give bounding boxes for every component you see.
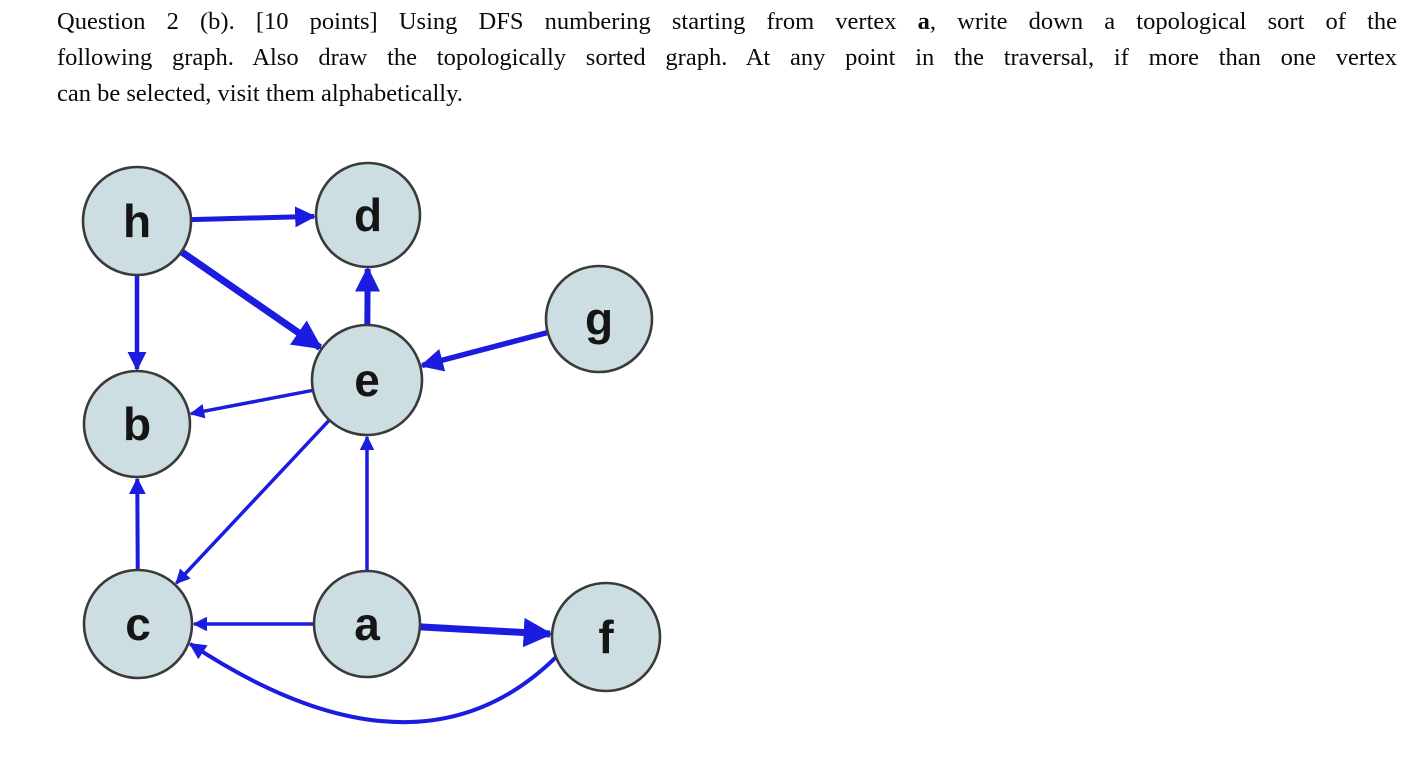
question-line-1-post: , write down a topological sort of the bbox=[929, 8, 1398, 35]
node-b bbox=[82, 369, 192, 479]
node-h bbox=[81, 165, 193, 277]
question-text: Question 2 (b). [10 points] Using DFS nu… bbox=[57, 4, 1397, 112]
question-line-2: following graph. Also draw the topologic… bbox=[57, 44, 1397, 71]
edge-f-c bbox=[188, 642, 558, 725]
node-g bbox=[544, 264, 654, 374]
question-line-3: can be selected, visit them alphabetical… bbox=[57, 80, 463, 107]
question-line-1-pre: Question 2 (b). [10 points] Using DFS nu… bbox=[57, 8, 918, 35]
edge-a-f bbox=[419, 617, 554, 648]
node-a-label: a bbox=[354, 598, 380, 650]
node-a bbox=[312, 569, 422, 679]
edges-layer bbox=[127, 206, 558, 725]
question-line-1: Question 2 (b). [10 points] Using DFS nu… bbox=[57, 4, 1397, 40]
nodes-layer: h d g e b c a f bbox=[81, 161, 662, 693]
node-d bbox=[314, 161, 422, 269]
node-h-label: h bbox=[123, 195, 151, 247]
node-d-label: d bbox=[354, 189, 382, 241]
edge-g-e bbox=[419, 329, 549, 372]
edge-h-e bbox=[179, 248, 323, 351]
node-b-label: b bbox=[123, 398, 151, 450]
node-c bbox=[82, 568, 194, 680]
edge-e-b bbox=[189, 388, 314, 419]
node-c-label: c bbox=[125, 598, 151, 650]
edge-h-d bbox=[190, 206, 317, 228]
node-f bbox=[550, 581, 662, 693]
node-e-label: e bbox=[354, 354, 380, 406]
node-g-label: g bbox=[585, 293, 613, 345]
edge-e-c bbox=[175, 418, 331, 585]
vertex-a-bold: a bbox=[917, 8, 930, 35]
node-f-label: f bbox=[598, 611, 614, 663]
node-e bbox=[310, 323, 424, 437]
